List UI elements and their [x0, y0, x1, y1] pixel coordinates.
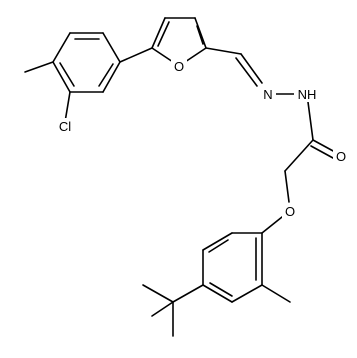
aryl-furan-bond [119, 47, 153, 63]
carbonyl-oxygen-label: O [336, 149, 346, 164]
imine-double-bond [235, 53, 263, 87]
methyl-bond-lower [261, 284, 291, 303]
chlorine-label: Cl [59, 119, 71, 134]
chloro-bond [64, 91, 71, 123]
methyl-bond-upper [24, 61, 54, 73]
chloro-methyl-phenyl-ring [52, 32, 121, 93]
furan-oxygen-label: O [174, 59, 184, 74]
carbonyl-double-bond [310, 139, 336, 159]
oxygen-aryl-bond [261, 216, 283, 234]
imine-nitrogen-label: N [263, 87, 272, 102]
nh-carbonyl-bond [307, 101, 314, 141]
ether-oxygen-label: O [285, 204, 295, 219]
ch2-oxygen-bond [284, 170, 290, 203]
carbonyl-ch2-bond [284, 139, 314, 172]
amide-nh-label: NH [298, 87, 317, 102]
tert-butyl-methyl-phenyl-ring [202, 232, 263, 303]
tert-butyl-group [142, 284, 204, 337]
furan-ch-bond [205, 47, 242, 55]
